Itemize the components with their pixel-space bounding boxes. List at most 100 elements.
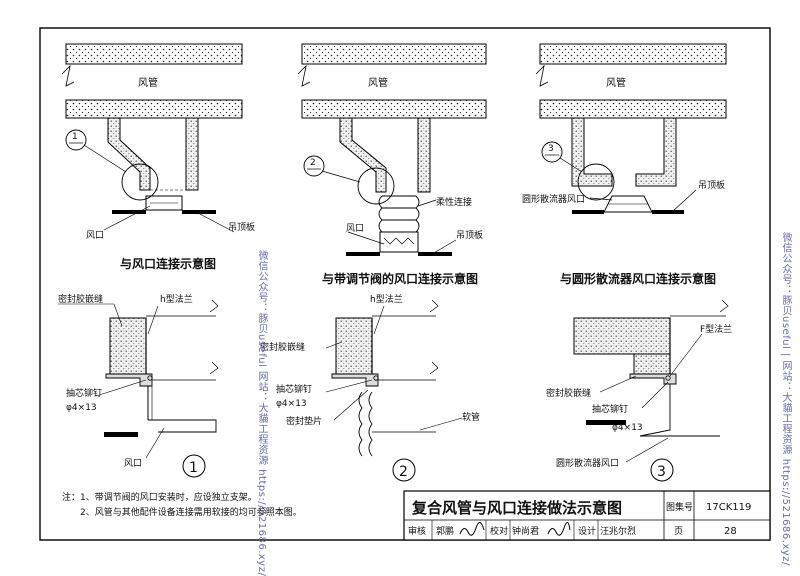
- checker-name: 钟尚君: [512, 525, 539, 537]
- foam-panel-d3h: [573, 317, 671, 355]
- rivet-label-d3: 抽芯铆钉: [592, 403, 628, 415]
- leader-line: [325, 379, 373, 393]
- reviewer-name: 郭鹏: [436, 525, 454, 537]
- callout-bubble-2: [303, 155, 325, 177]
- watermark-right: 微信公众号：豚贝useful | 网站：大貓工程资源 https://52168…: [780, 232, 791, 566]
- slab-top-3: [539, 43, 727, 65]
- sealant-label-d2: 密封胶嵌缝: [260, 341, 305, 353]
- check-label: 校对: [490, 525, 508, 537]
- flange-label-d2: h型法兰: [370, 293, 403, 305]
- ceiling-board-d1: [104, 432, 138, 437]
- rivet-label-d2: 抽芯铆钉: [276, 383, 312, 395]
- callout-bubble-3: [541, 141, 563, 163]
- h-flange-d1: [105, 373, 153, 387]
- atlas-label: 图集号: [666, 501, 693, 513]
- leader-line: [83, 144, 127, 173]
- detail-circle-2: [357, 167, 395, 205]
- break-line: [61, 64, 75, 87]
- callout-number-1: 1: [72, 132, 78, 142]
- outlet-body-2: [379, 231, 419, 253]
- leader-line: [671, 189, 697, 213]
- sealant-label-d3: 密封胶嵌缝: [546, 387, 591, 399]
- rivet-d2: [373, 375, 379, 381]
- detail-circle-3: [577, 163, 615, 201]
- detail-number-circle-d2: [392, 458, 416, 482]
- damper-zigzag-2: [383, 237, 415, 245]
- diffuser-label-3: 圆形散流器风口: [522, 193, 585, 205]
- ceiling-board-d3: [586, 420, 626, 425]
- detail-1: 密封胶嵌缝 h型法兰 抽芯铆钉 φ4×13 风口 1: [58, 293, 219, 478]
- diffuser-label-d3: 圆形散流器风口: [556, 457, 619, 469]
- rivet-d1: [147, 375, 153, 381]
- neck-left-1: [107, 117, 151, 191]
- leader-line: [419, 417, 463, 431]
- callout-number-2: 2: [310, 158, 316, 168]
- checker-signature: [547, 522, 571, 536]
- break-line: [297, 64, 311, 87]
- ceiling-board-1a: [112, 210, 146, 214]
- slab-top-1: [65, 43, 243, 65]
- ceiling-board-3b: [652, 210, 684, 214]
- flexible-bellows-2: [378, 195, 420, 233]
- review-label: 审核: [408, 525, 426, 537]
- detail-3: F型法兰 密封胶嵌缝 抽芯铆钉 φ4×13 圆形散流器风口 3: [546, 299, 732, 482]
- rivet-spec-d3: φ4×13: [612, 423, 643, 433]
- leader-line: [333, 389, 369, 421]
- gasket-label-d2: 密封垫片: [286, 415, 322, 427]
- ceiling-label-1: 吊顶板: [228, 221, 255, 233]
- flange-label-d1: h型法兰: [160, 293, 193, 305]
- leader-line: [147, 305, 159, 335]
- detail-number-d3: 3: [657, 464, 666, 480]
- leader-line: [145, 427, 165, 459]
- leader-line: [417, 199, 437, 207]
- hose-d2: [358, 391, 363, 457]
- note-item-2: 2、风管与其他配件设备连接需用软接的均可参照本图。: [80, 506, 302, 518]
- ceiling-board-3a: [572, 210, 604, 214]
- leader-line: [589, 197, 613, 201]
- rivet-spec-d2: φ4×13: [276, 399, 307, 409]
- notes-prefix: 注：: [62, 491, 80, 503]
- neck-right-3: [635, 117, 677, 187]
- diagram-1: 风管 1 风口 吊顶板 与风口连接示意图: [61, 43, 255, 271]
- leader-line: [321, 170, 361, 183]
- title-block-frame: [403, 490, 771, 541]
- foam-panel-d1: [109, 317, 147, 375]
- leader-line: [197, 212, 235, 233]
- slab-bottom-2: [301, 99, 487, 119]
- main-title: 复合风管与风口连接做法示意图: [411, 499, 622, 517]
- diagram-title-3: 与圆形散流器风口连接示意图: [560, 271, 716, 286]
- diffuser-d3: [639, 384, 720, 437]
- hose-d2b: [368, 391, 373, 457]
- diagram-2: 风管 2 柔性连接 风口 吊顶板 与带调节阀的风口连接示意图: [297, 43, 487, 286]
- ceiling-label-2: 吊顶板: [456, 229, 483, 241]
- detail-number-circle-d1: [182, 454, 206, 478]
- leader-line: [95, 379, 147, 397]
- designer-name: 汪兆尔烈: [600, 525, 636, 537]
- note-item-1: 1、带调节阀的风口安装时，应设独立支架。: [80, 491, 257, 503]
- leader-line: [347, 231, 385, 245]
- duct-label-1: 风管: [138, 76, 158, 89]
- slab-top-2: [301, 43, 487, 65]
- diagram-title-2: 与带调节阀的风口连接示意图: [322, 271, 478, 286]
- detail-number-d2: 2: [399, 464, 408, 480]
- leader-line: [599, 375, 637, 393]
- rivet-spec-d1: φ4×13: [66, 403, 97, 413]
- slab-bottom-3: [539, 99, 727, 119]
- rivet-d3: [665, 375, 671, 381]
- notes: 注： 1、带调节阀的风口安装时，应设独立支架。 2、风管与其他配件设备连接需用软…: [62, 491, 302, 518]
- diagram-title-1: 与风口连接示意图: [120, 256, 216, 271]
- hose-label-d2: 软管: [462, 411, 480, 423]
- h-flange-d2: [331, 373, 379, 387]
- duct-label-2: 风管: [368, 76, 388, 89]
- leader-line: [641, 381, 669, 409]
- leader-line: [373, 305, 385, 335]
- neck-left-3: [571, 117, 613, 187]
- break-line: [719, 299, 729, 313]
- foam-panel-d3v: [633, 353, 671, 375]
- watermark-middle: 微信公众号：豚贝useful 网站：大貓工程资源 https://521686.…: [256, 250, 267, 576]
- detail-number-d1: 1: [189, 460, 198, 476]
- leader-line: [669, 333, 703, 377]
- callout-number-3: 3: [548, 144, 554, 154]
- page-number: 28: [724, 526, 737, 537]
